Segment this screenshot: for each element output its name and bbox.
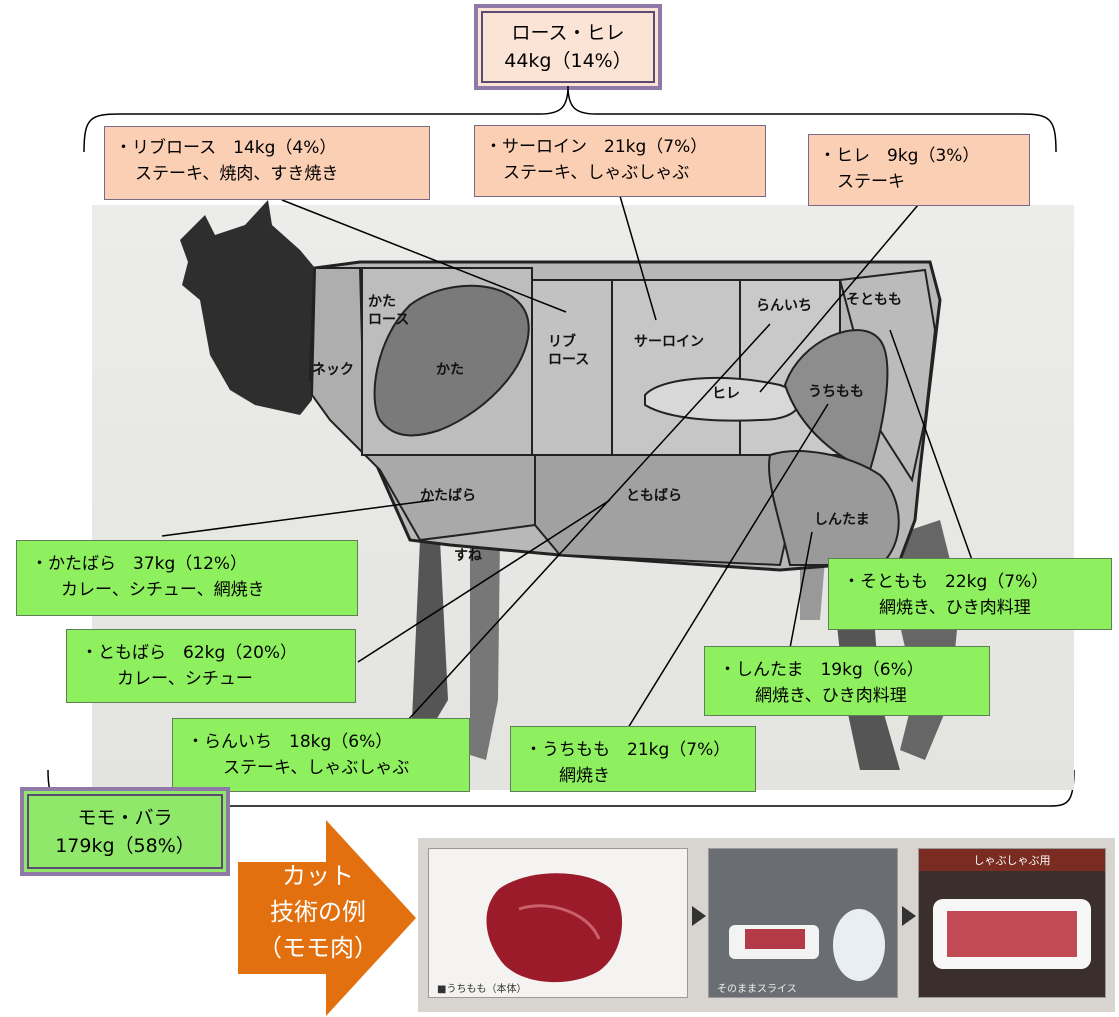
label-riburosu-1: リブ	[548, 333, 576, 350]
cutting-example-arrow	[238, 820, 416, 1016]
callout-shintama-line2: 網焼き、ひき肉料理	[755, 686, 907, 706]
photo-strip: ■うちもも（本体） そのままスライス しゃぶしゃぶ用	[418, 838, 1115, 1012]
callout-riburosu-line1: ・リブロース 14kg（4%）	[115, 138, 337, 158]
photo-slicing: そのままスライス	[708, 848, 898, 998]
callout-tomobara-line1: ・ともばら 62kg（20%）	[81, 643, 298, 663]
label-sune: すね	[454, 548, 482, 564]
chevron-right-icon	[902, 906, 916, 926]
callout-ranichi-line2: ステーキ、しゃぶしゃぶ	[223, 758, 410, 778]
top-brace	[83, 85, 1057, 153]
callout-uchimomo-line2: 網焼き	[559, 766, 610, 786]
photo-shabushabu: しゃぶしゃぶ用	[918, 848, 1106, 998]
shintama-region	[768, 450, 900, 566]
callout-sotomomo: ・そともも 22kg（7%） 網焼き、ひき肉料理	[828, 558, 1112, 630]
label-sotomomo: そともも	[846, 292, 902, 308]
callout-tomobara-line2: カレー、シチュー	[117, 669, 253, 689]
label-neck: ネック	[312, 362, 354, 378]
callout-hire-line2: ステーキ	[837, 172, 905, 192]
label-riburosu-2: ロース	[548, 352, 589, 368]
photo-caption-2: そのままスライス	[717, 984, 797, 995]
label-sirloin: サーロイン	[634, 334, 704, 350]
callout-sirloin-line2: ステーキ、しゃぶしゃぶ	[503, 163, 690, 183]
callout-ranichi-line1: ・らんいち 18kg（6%）	[187, 732, 393, 752]
shabushabu-label: しゃぶしゃぶ用	[919, 849, 1105, 871]
tray-image	[933, 899, 1091, 969]
meat-block-image	[486, 873, 623, 983]
slicing-image	[709, 849, 897, 997]
uchimomo-region	[783, 329, 889, 472]
kata-region	[373, 284, 530, 437]
callout-tomobara: ・ともばら 62kg（20%） カレー、シチュー	[66, 629, 356, 703]
callout-katabara-line1: ・かたばら 37kg（12%）	[31, 554, 248, 574]
callout-riburosu-line2: ステーキ、焼肉、すき焼き	[135, 164, 339, 184]
group-value: 179kg（58%）	[55, 834, 195, 857]
arrow-line2: 技術の例	[270, 898, 366, 926]
callout-shintama-line1: ・しんたま 19kg（6%）	[719, 660, 924, 680]
label-hire: ヒレ	[712, 386, 740, 402]
label-shintama: しんたま	[814, 512, 870, 528]
arrow-line1: カット	[282, 862, 354, 890]
callout-katabara-line2: カレー、シチュー、網焼き	[61, 580, 265, 600]
callout-sirloin-line1: ・サーロイン 21kg（7%）	[485, 137, 708, 157]
callout-katabara: ・かたばら 37kg（12%） カレー、シチュー、網焼き	[16, 540, 358, 616]
callout-uchimomo: ・うちもも 21kg（7%） 網焼き	[510, 726, 756, 792]
photo-uchimomo-block: ■うちもも（本体）	[428, 848, 688, 998]
label-kata: かた	[436, 362, 464, 378]
label-uchimomo: うちもも	[808, 384, 864, 400]
label-ranichi: らんいち	[756, 298, 812, 314]
arrow-label: カット 技術の例 （モモ肉）	[248, 852, 388, 972]
loin-fillet-group-box: ロース・ヒレ 44kg（14%）	[474, 4, 662, 90]
photo-caption-1: ■うちもも（本体）	[437, 984, 527, 995]
group-value: 44kg（14%）	[504, 50, 632, 72]
callout-sirloin: ・サーロイン 21kg（7%） ステーキ、しゃぶしゃぶ	[474, 125, 766, 197]
callout-hire: ・ヒレ 9kg（3%） ステーキ	[808, 134, 1030, 206]
group-name: ロース・ヒレ	[511, 22, 625, 44]
callout-shintama: ・しんたま 19kg（6%） 網焼き、ひき肉料理	[704, 646, 990, 716]
callout-hire-line1: ・ヒレ 9kg（3%）	[819, 146, 980, 166]
callout-uchimomo-line1: ・うちもも 21kg（7%）	[525, 740, 731, 760]
label-katarosu-2: ロース	[368, 312, 409, 328]
callout-riburosu: ・リブロース 14kg（4%） ステーキ、焼肉、すき焼き	[104, 126, 430, 200]
label-tomobara: ともばら	[626, 488, 682, 504]
thigh-flank-group-box: モモ・バラ 179kg（58%）	[20, 787, 230, 876]
chevron-right-icon	[692, 906, 706, 926]
arrow-line3: （モモ肉）	[258, 934, 378, 962]
callout-sotomomo-line2: 網焼き、ひき肉料理	[879, 598, 1031, 618]
callout-sotomomo-line1: ・そともも 22kg（7%）	[843, 572, 1049, 592]
cow-head	[180, 200, 315, 415]
group-name: モモ・バラ	[77, 806, 173, 829]
callout-ranichi: ・らんいち 18kg（6%） ステーキ、しゃぶしゃぶ	[172, 718, 470, 792]
label-katarosu-1: かた	[368, 294, 396, 310]
